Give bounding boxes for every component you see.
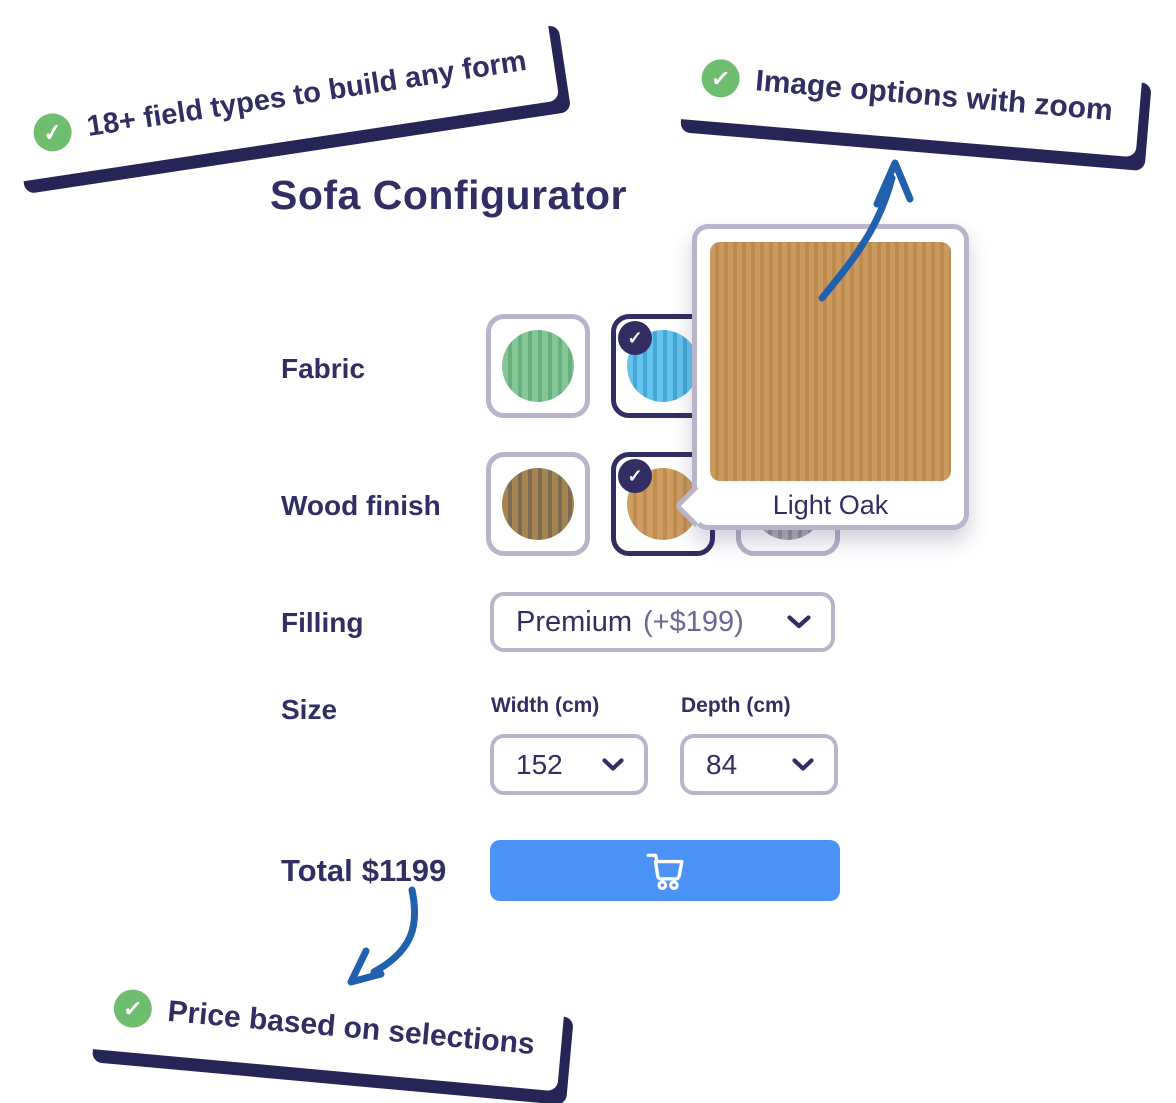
depth-value: 84 bbox=[706, 748, 738, 780]
callout-image-zoom: ✓ Image options with zoom bbox=[671, 30, 1144, 158]
fabric-green-stripe-texture bbox=[502, 330, 574, 402]
popup-caption: Light Oak bbox=[772, 489, 889, 520]
check-circle-icon: ✓ bbox=[700, 57, 742, 99]
swatch-wood-walnut[interactable] bbox=[486, 452, 590, 556]
callout-price: ✓ Price based on selections bbox=[82, 960, 566, 1092]
width-select[interactable]: 152 bbox=[490, 734, 648, 795]
depth-select[interactable]: 84 bbox=[680, 734, 838, 795]
check-circle-icon: ✓ bbox=[30, 110, 75, 155]
arrow-to-zoom-callout-head bbox=[873, 159, 914, 208]
width-label: Width (cm) bbox=[491, 694, 600, 717]
total-label: Total bbox=[281, 853, 353, 888]
chevron-down-icon bbox=[602, 758, 624, 771]
light-oak-texture-image bbox=[710, 242, 951, 481]
callout-text: Image options with zoom bbox=[754, 64, 1115, 128]
fabric-label: Fabric bbox=[281, 353, 366, 384]
total-value: $1199 bbox=[361, 853, 447, 888]
arrow-to-price-callout bbox=[370, 886, 419, 976]
callout-field-types: ✓ 18+ field types to build any form bbox=[0, 13, 560, 183]
page-title: Sofa Configurator bbox=[270, 172, 627, 218]
arrow-to-price-callout-head bbox=[347, 947, 385, 986]
size-label: Size bbox=[281, 694, 338, 725]
filling-label: Filling bbox=[281, 607, 364, 638]
wood-walnut-texture bbox=[502, 468, 574, 540]
depth-label: Depth (cm) bbox=[681, 694, 791, 717]
filling-surcharge: (+$199) bbox=[643, 605, 744, 638]
check-circle-icon: ✓ bbox=[112, 987, 154, 1030]
swatch-fabric-green-stripe[interactable] bbox=[486, 314, 590, 418]
callout-text: Price based on selections bbox=[166, 994, 537, 1062]
chevron-down-icon bbox=[787, 615, 811, 629]
filling-value: Premium bbox=[516, 605, 633, 638]
chevron-down-icon bbox=[792, 758, 814, 771]
image-zoom-popup: Light Oak bbox=[673, 224, 969, 530]
selected-check-badge: ✓ bbox=[618, 459, 652, 493]
wood-finish-label: Wood finish bbox=[281, 490, 441, 521]
callout-text: 18+ field types to build any form bbox=[84, 44, 529, 143]
total-price: Total$1199 bbox=[281, 853, 446, 889]
filling-select[interactable]: Premium (+$199) bbox=[490, 592, 835, 652]
fabric-options: ✓ bbox=[486, 314, 715, 418]
shopping-cart-icon bbox=[646, 853, 684, 890]
selected-check-badge: ✓ bbox=[618, 321, 652, 355]
width-value: 152 bbox=[516, 748, 563, 780]
add-to-cart-button[interactable] bbox=[490, 840, 840, 901]
